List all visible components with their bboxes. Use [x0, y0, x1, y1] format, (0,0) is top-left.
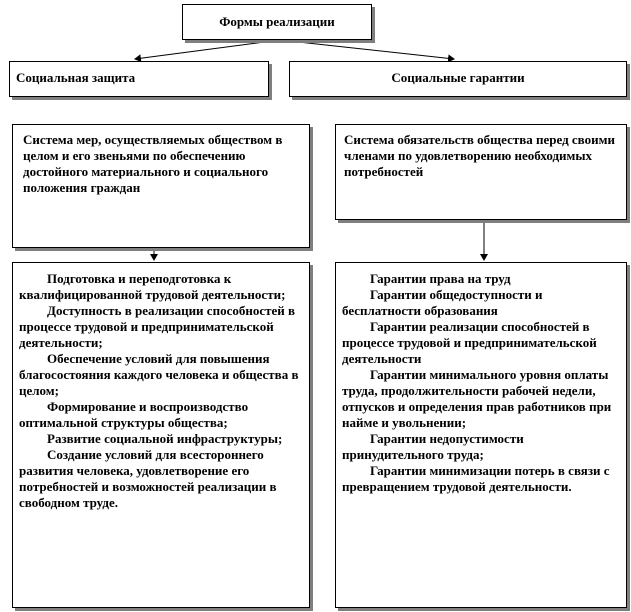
list-item: Доступность в реализации способностей в … [19, 303, 296, 350]
social-guarantees-definition-text: Система обязательств общества перед свои… [344, 132, 615, 179]
social-protection-definition-text: Система мер, осуществляемых обществом в … [23, 132, 283, 195]
social-guarantees-node: Социальные гарантии [289, 61, 627, 97]
list-item: Гарантии общедоступности и бесплатности … [342, 287, 543, 318]
social-protection-label: Социальная защита [16, 70, 136, 85]
list-item: Обеспечение условий для повышения благос… [19, 351, 299, 398]
social-protection-list: Подготовка и переподготовка к квалифицир… [12, 262, 310, 608]
social-guarantees-list: Гарантии права на труд Гарантии общедост… [335, 262, 627, 608]
list-item: Создание условий для всестороннего разви… [19, 447, 277, 510]
social-protection-node: Социальная защита [9, 61, 269, 97]
list-item: Гарантии минимизации потерь в связи с пр… [342, 463, 610, 494]
list-item: Гарантии права на труд [370, 271, 511, 286]
social-guarantees-definition: Система обязательств общества перед свои… [335, 124, 627, 220]
root-node: Формы реализации [182, 4, 372, 40]
arrow-root-to-social-protection [134, 39, 281, 63]
list-item: Гарантии реализации способностей в проце… [342, 319, 597, 366]
root-label: Формы реализации [219, 14, 335, 29]
social-guarantees-label: Социальные гарантии [391, 70, 525, 85]
list-item: Гарантии минимального уровня оплаты труд… [342, 367, 612, 430]
list-item: Формирование и воспроизводство оптимальн… [19, 399, 249, 430]
social-protection-definition: Система мер, осуществляемых обществом в … [12, 124, 310, 248]
list-item: Развитие социальной инфраструктуры; [47, 431, 283, 446]
arrow-root-to-social-guarantees [279, 39, 455, 63]
list-item: Гарантии недопустимости принудительного … [342, 431, 524, 462]
list-item: Подготовка и переподготовка к квалифицир… [19, 271, 286, 302]
